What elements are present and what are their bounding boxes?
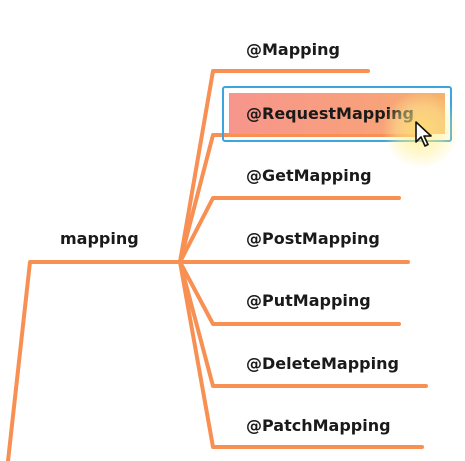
branch-node-putmapping[interactable]: @PutMapping — [246, 291, 371, 310]
branch-node-patchmapping[interactable]: @PatchMapping — [246, 416, 391, 435]
branch-line-patchmapping — [178, 260, 424, 449]
branch-node-deletemapping[interactable]: @DeleteMapping — [246, 354, 399, 373]
branch-line-mapping — [178, 69, 370, 264]
branch-line-getmapping — [178, 196, 401, 264]
branch-node-mapping[interactable]: @Mapping — [246, 40, 340, 59]
mouse-pointer-icon — [415, 121, 432, 147]
branch-node-requestmapping[interactable]: @RequestMapping — [246, 104, 414, 123]
root-trunk-line — [6, 260, 182, 461]
branch-line-putmapping — [178, 260, 401, 326]
branch-node-getmapping[interactable]: @GetMapping — [246, 166, 372, 185]
branch-node-postmapping[interactable]: @PostMapping — [246, 229, 380, 248]
root-node-label[interactable]: mapping — [60, 229, 139, 248]
branch-line-deletemapping — [178, 260, 428, 388]
branch-line-requestmapping — [178, 133, 432, 264]
